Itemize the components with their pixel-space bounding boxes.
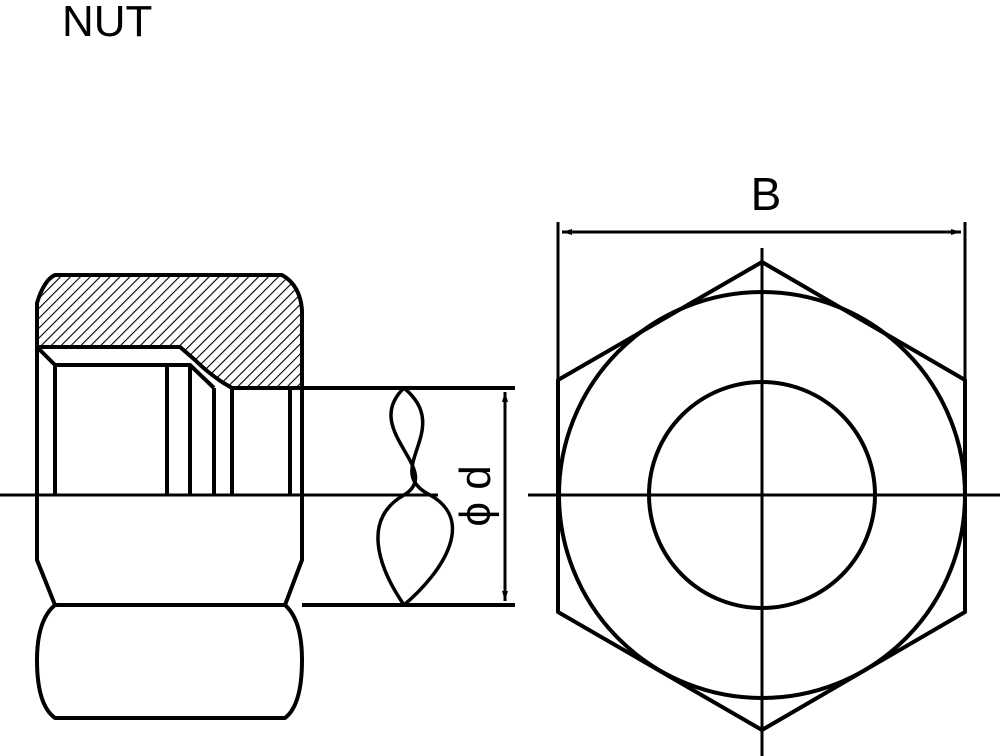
diameter-label: ϕ d (451, 465, 500, 526)
side-view-outline-upper (35, 310, 304, 495)
hatched-section (35, 273, 304, 390)
b-label: B (751, 168, 782, 220)
bore-chamfer-line (35, 345, 216, 390)
side-view-outline-lower (35, 495, 304, 607)
page-title: NUT (62, 0, 153, 46)
hex-bottom-face (35, 603, 304, 720)
